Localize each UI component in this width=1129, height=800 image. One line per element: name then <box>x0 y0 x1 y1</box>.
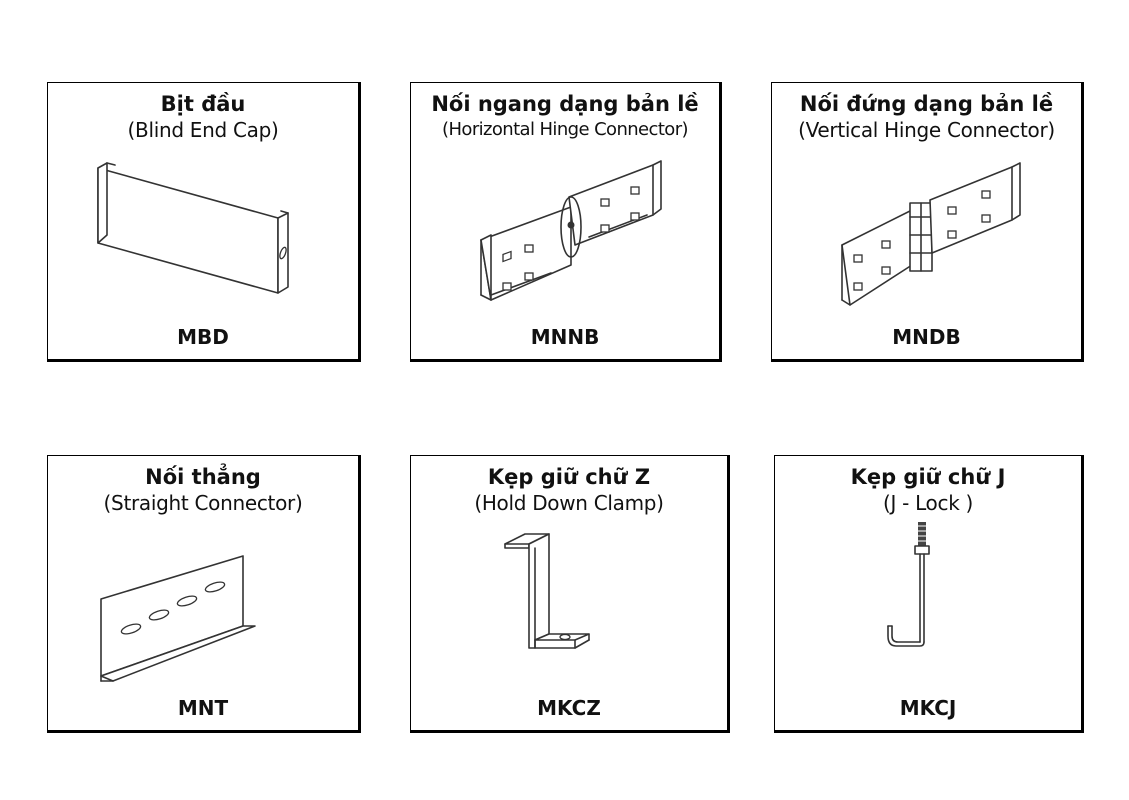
straight-connector-icon <box>93 551 293 701</box>
product-code: MKCZ <box>537 696 601 720</box>
product-subtitle: (Hold Down Clamp) <box>474 491 664 515</box>
product-card-mkcz: Kẹp giữ chữ Z (Hold Down Clamp) MKCZ <box>410 455 730 733</box>
product-card-mndb: Nối đứng dạng bản lề (Vertical Hinge Con… <box>771 82 1084 362</box>
product-code: MNT <box>177 696 229 720</box>
product-subtitle: (J - Lock ) <box>882 491 974 515</box>
j-lock-icon <box>880 518 940 658</box>
product-title: Nối ngang dạng bản lề <box>431 92 699 116</box>
product-subtitle: (Straight Connector) <box>103 491 303 515</box>
vertical-hinge-connector-icon <box>832 155 1032 320</box>
product-card-mbd: Bịt đầu (Blind End Cap) MBD <box>47 82 361 362</box>
product-subtitle: (Horizontal Hinge Connector) <box>442 119 688 140</box>
horizontal-hinge-connector-icon <box>471 145 671 315</box>
product-title: Kẹp giữ chữ Z <box>487 465 651 489</box>
product-title: Nối đứng dạng bản lề <box>799 92 1054 116</box>
product-code: MKCJ <box>899 696 957 720</box>
product-title: Bịt đầu <box>160 92 246 116</box>
product-code: MNDB <box>892 325 961 349</box>
product-code: MNNB <box>530 325 600 349</box>
product-subtitle: (Vertical Hinge Connector) <box>798 118 1055 142</box>
product-title: Kẹp giữ chữ J <box>850 465 1006 489</box>
hold-down-clamp-icon <box>501 528 611 658</box>
product-code: MBD <box>177 325 229 349</box>
product-card-mkcj: Kẹp giữ chữ J (J - Lock ) MKCJ <box>774 455 1084 733</box>
blind-end-cap-icon <box>93 162 293 303</box>
product-subtitle: (Blind End Cap) <box>127 118 279 142</box>
product-title: Nối thẳng <box>145 465 261 489</box>
product-card-mnnb: Nối ngang dạng bản lề (Horizontal Hinge … <box>410 82 722 362</box>
product-card-mnt: Nối thẳng (Straight Connector) MNT <box>47 455 361 733</box>
